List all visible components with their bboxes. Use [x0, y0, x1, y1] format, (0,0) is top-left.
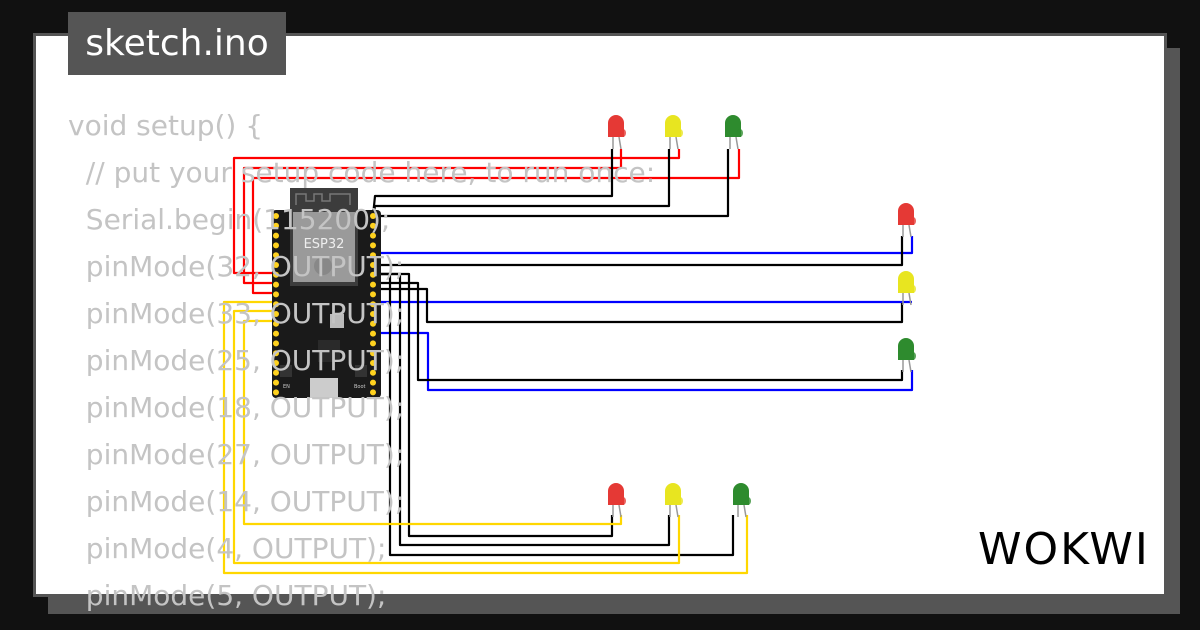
board-pin[interactable]	[370, 242, 376, 249]
led[interactable]	[725, 115, 743, 150]
board-pin[interactable]	[273, 281, 279, 288]
board-pin[interactable]	[273, 232, 279, 239]
code-line: pinMode(33, OUTPUT);	[68, 297, 405, 330]
board-pin[interactable]	[370, 271, 376, 278]
board-pin[interactable]	[273, 379, 279, 386]
wire-black	[373, 281, 904, 382]
board-pin[interactable]	[370, 301, 376, 308]
led[interactable]	[733, 483, 751, 518]
board-pin[interactable]	[273, 242, 279, 249]
board-pin[interactable]	[370, 369, 376, 376]
board-pin[interactable]	[370, 389, 376, 396]
board-pin[interactable]	[273, 389, 279, 396]
wire-black	[373, 149, 730, 218]
esp32-board[interactable]: ESP32 EN Boot	[272, 188, 381, 398]
code-line: // put your setup code here, to run once…	[68, 156, 656, 189]
led[interactable]	[898, 271, 916, 306]
wire-red	[251, 149, 741, 295]
board-pin[interactable]	[370, 252, 376, 259]
code-line: pinMode(14, OUTPUT);	[68, 485, 405, 518]
wire-black	[373, 236, 904, 267]
wire-black	[373, 272, 735, 557]
board-pin[interactable]	[370, 350, 376, 357]
code-line: void setup() {	[68, 109, 264, 142]
wokwi-logo: WOKWI	[978, 524, 1150, 575]
wire-yellow	[242, 319, 623, 526]
esp32-label: ESP32	[304, 237, 345, 252]
en-label: EN	[283, 384, 290, 390]
preview-card	[33, 33, 1167, 597]
board-pin[interactable]	[273, 369, 279, 376]
board-pin[interactable]	[273, 301, 279, 308]
board-pin[interactable]	[370, 360, 376, 366]
wire-yellow	[222, 300, 749, 575]
led[interactable]	[608, 483, 626, 518]
board-pin[interactable]	[273, 252, 279, 259]
board-pin[interactable]	[370, 340, 376, 347]
board-pin[interactable]	[370, 213, 376, 219]
board-pin[interactable]	[273, 360, 279, 366]
code-line: Serial.begin(115200);	[68, 203, 391, 236]
board-pin[interactable]	[273, 262, 279, 268]
board-pin[interactable]	[370, 320, 376, 327]
board-pin[interactable]	[370, 281, 376, 288]
board-pin[interactable]	[273, 340, 279, 347]
board-pin[interactable]	[370, 262, 376, 268]
led[interactable]	[608, 115, 626, 150]
code-line: pinMode(4, OUTPUT);	[68, 532, 387, 565]
board-pin[interactable]	[273, 350, 279, 357]
code-line: pinMode(32, OUTPUT);	[68, 250, 405, 283]
board-pin[interactable]	[370, 232, 376, 239]
board-pin[interactable]	[273, 271, 279, 278]
led[interactable]	[898, 203, 916, 238]
wire-yellow	[232, 309, 681, 565]
led[interactable]	[665, 483, 683, 518]
board-pin[interactable]	[273, 311, 279, 317]
led[interactable]	[898, 338, 916, 373]
board-pin[interactable]	[273, 291, 279, 298]
board-pin[interactable]	[370, 222, 376, 229]
board-pin[interactable]	[273, 320, 279, 327]
code-line: pinMode(5, OUTPUT);	[68, 579, 387, 612]
code-line: pinMode(25, OUTPUT);	[68, 344, 405, 377]
board-pin[interactable]	[370, 311, 376, 317]
board-pin[interactable]	[370, 330, 376, 337]
board-pin[interactable]	[370, 379, 376, 386]
wire-red	[232, 149, 681, 275]
code-line: pinMode(27, OUTPUT);	[68, 438, 405, 471]
led[interactable]	[665, 115, 683, 150]
wire-red	[242, 149, 623, 285]
code-line: pinMode(18, OUTPUT);	[68, 391, 405, 424]
code-background: void setup() { // put your setup code he…	[68, 102, 655, 619]
board-pin[interactable]	[273, 213, 279, 219]
board-pin[interactable]	[370, 291, 376, 298]
file-title-tab: sketch.ino	[68, 12, 286, 75]
boot-label: Boot	[354, 384, 366, 390]
board-pin[interactable]	[273, 330, 279, 337]
board-pin[interactable]	[273, 222, 279, 229]
